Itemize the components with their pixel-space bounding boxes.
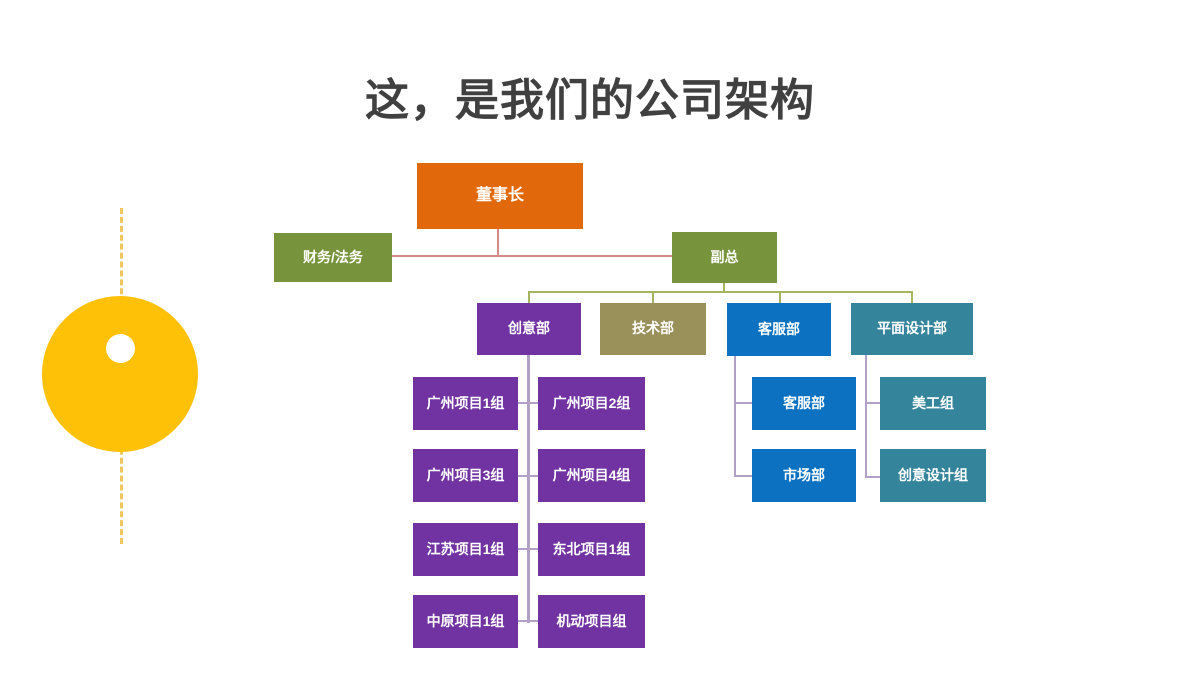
org-node-tech-dept: 技术部: [600, 303, 706, 355]
org-node-service-dept: 客服部: [727, 303, 831, 356]
org-node-team: 广州项目4组: [538, 449, 645, 502]
connector-drop-design: [911, 291, 913, 304]
connector-service-elbow: [734, 356, 736, 477]
connector-service-stub1: [734, 402, 753, 404]
org-node-team: 客服部: [752, 377, 856, 430]
connector-design-stub1: [865, 402, 881, 404]
org-node-chairman: 董事长: [417, 163, 583, 229]
org-node-team: 广州项目1组: [413, 377, 518, 430]
org-node-team: 市场部: [752, 449, 856, 502]
org-node-design-dept: 平面设计部: [851, 303, 973, 355]
org-node-creative-dept: 创意部: [477, 303, 581, 355]
connector-design-elbow: [865, 355, 867, 478]
org-node-vice-president: 副总: [672, 232, 777, 283]
slide-title: 这，是我们的公司架构: [365, 76, 815, 125]
org-node-team: 东北项目1组: [538, 523, 645, 576]
connector-vp-stem: [723, 283, 725, 293]
connector-creative-row2: [515, 475, 541, 477]
org-node-team: 江苏项目1组: [413, 523, 518, 576]
org-node-team: 机动项目组: [538, 595, 645, 648]
connector-drop-service: [779, 291, 781, 304]
org-node-team: 广州项目3组: [413, 449, 518, 502]
org-node-team: 中原项目1组: [413, 595, 518, 648]
connector-drop-tech: [652, 291, 654, 304]
org-node-team: 美工组: [880, 377, 986, 430]
org-node-finance-legal: 财务/法务: [274, 233, 392, 282]
connector-creative-row4: [515, 620, 541, 622]
connector-finance-vp: [392, 255, 673, 257]
connector-departments-horizontal: [528, 291, 913, 293]
connector-chairman-down: [497, 229, 499, 257]
org-node-team: 创意设计组: [880, 449, 986, 502]
connector-creative-row1: [515, 402, 541, 404]
decorative-circle: [42, 296, 198, 452]
connector-service-stub2: [734, 475, 753, 477]
connector-drop-creative: [528, 291, 530, 304]
connector-design-stub2: [865, 476, 881, 478]
connector-creative-spine: [527, 355, 530, 623]
connector-creative-row3: [515, 548, 541, 550]
org-node-team: 广州项目2组: [538, 377, 645, 430]
circle-hole: [106, 334, 135, 363]
